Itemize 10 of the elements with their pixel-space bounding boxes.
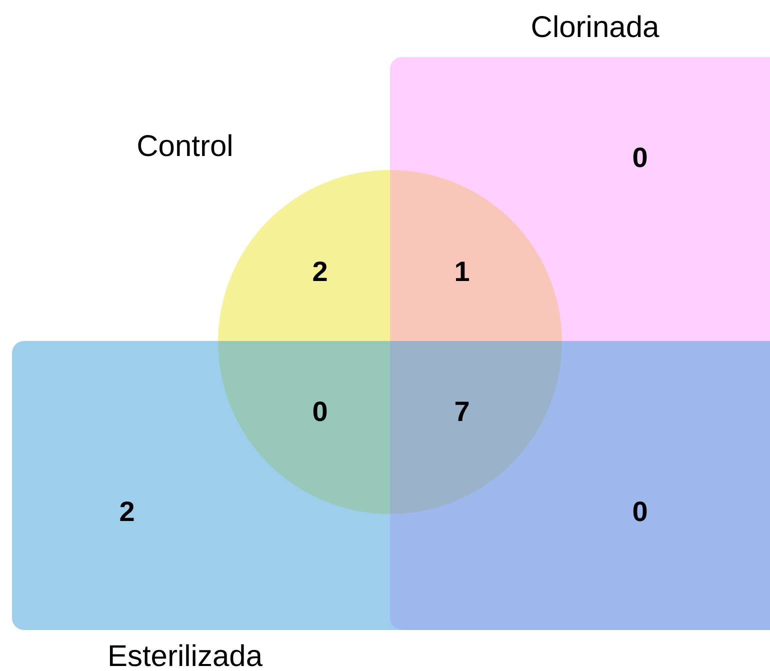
region-count: 1 [454, 256, 470, 288]
set-label: Esterilizada [107, 640, 263, 671]
set-label: Control [136, 130, 234, 164]
region-count: 0 [632, 142, 648, 174]
set-label: Clorinada [530, 11, 660, 45]
region-count: 0 [632, 496, 648, 528]
region-count: 7 [454, 396, 470, 428]
region-count: 2 [312, 256, 328, 288]
region-count: 2 [119, 496, 135, 528]
region-count: 0 [312, 396, 328, 428]
